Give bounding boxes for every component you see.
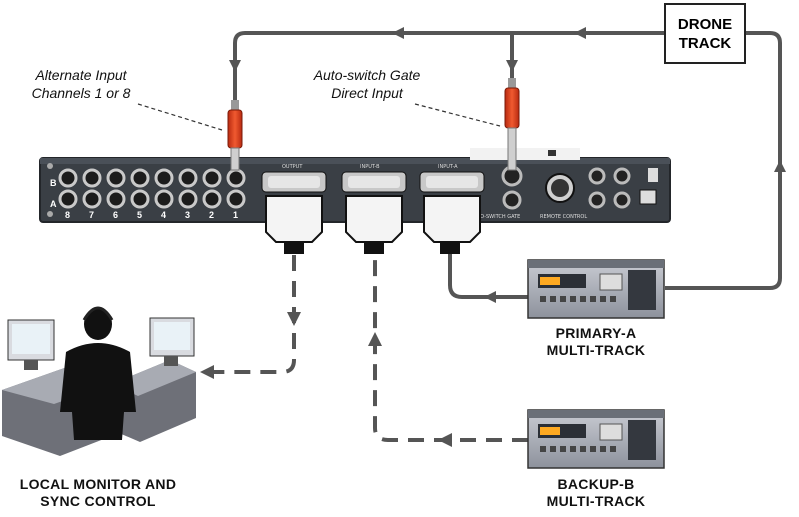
- jack-grid: [58, 168, 246, 209]
- channel-number: 5: [137, 210, 142, 220]
- drone-to-primary-cable: [665, 31, 782, 290]
- channel-number: 3: [185, 210, 190, 220]
- primary-to-input-a-cable: [448, 252, 528, 299]
- arrow-down-output: [287, 312, 301, 326]
- drone-cable-to-alternate-input: [233, 31, 664, 108]
- alternate-input-line2: Channels 1 or 8: [31, 85, 131, 101]
- dsub-input-b: [341, 171, 407, 193]
- power-inlet: [639, 189, 657, 205]
- dsub-output: [261, 171, 327, 193]
- alternate-input-line1: Alternate Input: [35, 67, 127, 83]
- autoswitch-line2: Direct Input: [331, 85, 403, 101]
- primary-recorder-device: [527, 259, 665, 319]
- channel-number: 4: [161, 210, 166, 220]
- input-b-label: INPUT-B: [360, 164, 380, 170]
- jack-a-3: [178, 189, 198, 209]
- arrow-left-monitor: [200, 365, 214, 379]
- backup-label: BACKUP-B MULTI-TRACK: [518, 476, 674, 510]
- arrow-down-1: [229, 60, 241, 72]
- jack-a-1: [226, 189, 246, 209]
- input-b-plug: [345, 195, 403, 254]
- gate-jack-2: [502, 190, 522, 210]
- jack-b-2: [202, 168, 222, 188]
- aux-jack-3: [613, 167, 631, 185]
- jack-a-5: [130, 189, 150, 209]
- output-plug: [265, 195, 323, 254]
- jack-b-6: [106, 168, 126, 188]
- local-line2: SYNC CONTROL: [40, 493, 156, 509]
- jack-b-3: [178, 168, 198, 188]
- drone-line1: DRONE: [677, 15, 733, 33]
- arrow-up-input-b: [368, 332, 382, 346]
- local-monitor-label: LOCAL MONITOR AND SYNC CONTROL: [0, 476, 196, 510]
- local-line1: LOCAL MONITOR AND: [19, 476, 177, 492]
- dsub-input-a: [419, 171, 485, 193]
- backup-to-input-b-cable: [373, 255, 528, 442]
- jack-a-4: [154, 189, 174, 209]
- jack-a-2: [202, 189, 222, 209]
- jack-b-4: [154, 168, 174, 188]
- drone-track-box: DRONE TRACK: [664, 3, 746, 64]
- backup-line2: MULTI-TRACK: [546, 493, 646, 509]
- arrow-left-2: [574, 27, 586, 39]
- channel-number: 6: [113, 210, 118, 220]
- jack-b-8: [58, 168, 78, 188]
- channel-number: 2: [209, 210, 214, 220]
- channel-number: 1: [233, 210, 238, 220]
- primary-line2: MULTI-TRACK: [546, 342, 646, 358]
- autoswitch-line1: Auto-switch Gate: [313, 67, 421, 83]
- remote-control-label: REMOTE CONTROL: [540, 214, 587, 220]
- input-a-label: INPUT-A: [438, 164, 458, 170]
- input-a-plug: [423, 195, 481, 254]
- backup-recorder-device: [527, 409, 665, 469]
- alternate-input-plug: [227, 100, 243, 171]
- operator-workstation-icon: [2, 306, 196, 456]
- jack-b-5: [130, 168, 150, 188]
- arrow-down-2: [506, 60, 518, 72]
- channel-number: 8: [65, 210, 70, 220]
- leader-autoswitch: [414, 103, 501, 127]
- channel-number: 7: [89, 210, 94, 220]
- aux-jack-4: [613, 191, 631, 209]
- arrow-left-primary: [484, 291, 496, 303]
- aux-jack-2: [588, 191, 606, 209]
- power-switch: [648, 168, 658, 182]
- primary-line1: PRIMARY-A: [555, 325, 637, 341]
- drone-line2: TRACK: [678, 34, 732, 52]
- jack-a-8: [58, 189, 78, 209]
- jack-b-1: [226, 168, 246, 188]
- row-a-letter: A: [50, 199, 57, 209]
- gate-input-plug: [504, 78, 520, 171]
- autoswitch-label: Auto-switch Gate Direct Input: [290, 66, 444, 102]
- output-label: OUTPUT: [282, 164, 303, 170]
- alternate-input-label: Alternate Input Channels 1 or 8: [6, 66, 156, 102]
- arrow-up-right: [774, 160, 786, 172]
- primary-label: PRIMARY-A MULTI-TRACK: [518, 325, 674, 359]
- row-b-letter: B: [50, 178, 57, 188]
- channel-numbers: 8 7 6 5 4 3 2 1: [65, 210, 238, 220]
- backup-line1: BACKUP-B: [557, 476, 635, 492]
- jack-b-7: [82, 168, 102, 188]
- arrow-left-1: [392, 27, 404, 39]
- jack-a-7: [82, 189, 102, 209]
- arrow-left-backup: [438, 433, 452, 447]
- jack-a-6: [106, 189, 126, 209]
- autoswitch-gate-label: AUTO-SWITCH GATE: [470, 214, 520, 220]
- output-to-monitor-cable: [210, 255, 296, 374]
- aux-jack-1: [588, 167, 606, 185]
- leader-alternate: [137, 103, 223, 131]
